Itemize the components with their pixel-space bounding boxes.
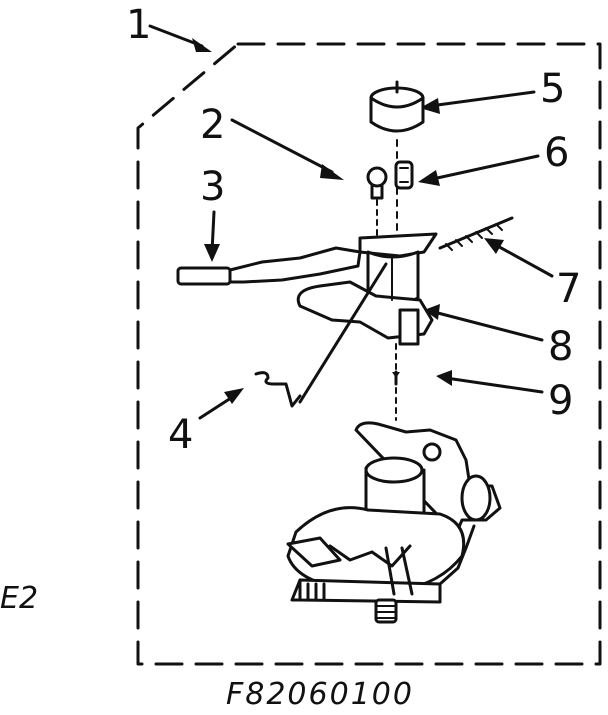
fastener-part xyxy=(392,343,400,421)
callout-6: 6 xyxy=(544,130,569,176)
assembly-boundary xyxy=(136,42,602,666)
housing-part xyxy=(296,232,438,346)
leader-arrows xyxy=(148,24,554,420)
callout-1: 1 xyxy=(126,2,151,48)
lever-part xyxy=(176,246,362,286)
figure-code: F82060100 xyxy=(226,677,414,712)
callout-5: 5 xyxy=(540,66,565,112)
wire-clip-part xyxy=(254,262,388,408)
side-label: E2 xyxy=(0,581,38,616)
callout-4: 4 xyxy=(168,412,193,458)
valve-body xyxy=(286,421,502,624)
callout-3: 3 xyxy=(200,164,225,210)
callout-9: 9 xyxy=(548,378,573,424)
clip-part xyxy=(366,166,388,237)
sleeve-part xyxy=(394,160,414,190)
callout-8: 8 xyxy=(548,324,573,370)
callout-2: 2 xyxy=(200,102,225,148)
callout-7: 7 xyxy=(556,266,581,312)
spring-part xyxy=(438,216,514,251)
cap-part xyxy=(369,80,425,231)
